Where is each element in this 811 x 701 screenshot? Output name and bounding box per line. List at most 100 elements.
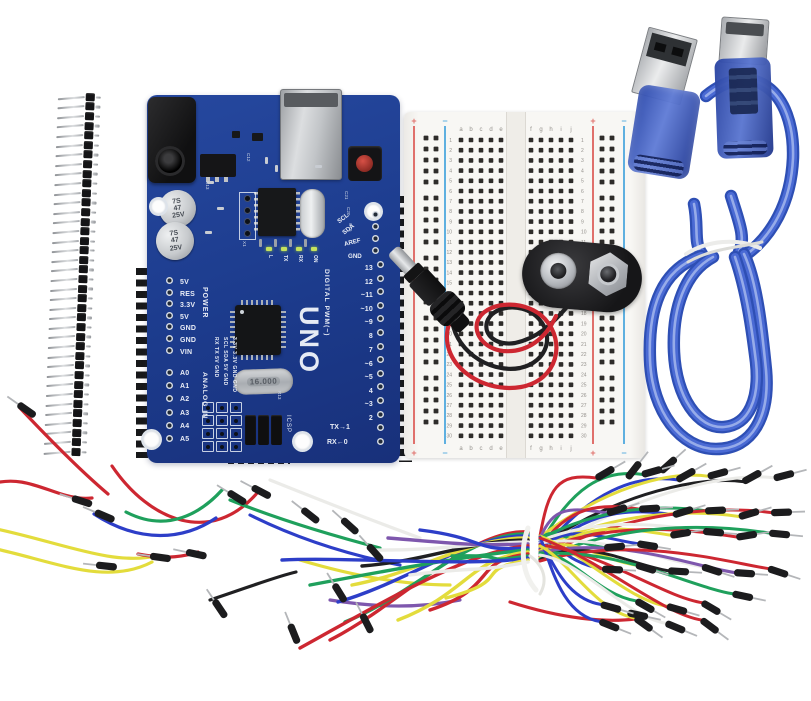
tie-point-hole (548, 402, 554, 408)
through-hole (377, 315, 384, 323)
jumper-connector-tip (82, 561, 117, 571)
tie-point-hole (488, 219, 494, 224)
jumper-wire (538, 535, 602, 624)
tie-point-hole (478, 341, 484, 347)
tie-point-hole (498, 209, 504, 214)
pin-stub (86, 326, 92, 329)
jumper-wire (248, 513, 402, 567)
row-number: 27 (581, 403, 587, 409)
ref-label: C21 (344, 191, 349, 200)
through-hole (166, 323, 173, 331)
tie-point-hole (468, 392, 474, 398)
jumper-connector-tip (59, 493, 93, 508)
tie-point-hole (538, 402, 544, 408)
tie-point-hole (458, 158, 464, 163)
pin-stub (90, 230, 96, 233)
tie-point-hole (568, 351, 574, 357)
connector-body (635, 598, 655, 613)
tie-point-hole (538, 372, 544, 377)
through-hole (166, 369, 173, 376)
smd-resistor (275, 165, 278, 172)
row-number: 2 (581, 148, 584, 154)
tie-point-hole (538, 137, 544, 143)
tie-point-hole (558, 372, 564, 377)
analog-section-label: ANALOG IN (201, 372, 208, 420)
jumper-connector-tip (216, 484, 247, 505)
jumper-wire (538, 475, 777, 557)
jumper-connector-tip (666, 603, 700, 617)
tie-point-hole (558, 423, 564, 428)
row-number: 22 (446, 352, 452, 358)
jumper-wire (0, 548, 154, 574)
tx-pin-label: TX→1 (330, 424, 350, 431)
pin-body (76, 313, 87, 322)
jumper-connector-tip (670, 528, 704, 539)
row-number: 6 (581, 189, 584, 195)
tie-point-hole (458, 229, 464, 235)
row-number: 21 (581, 342, 587, 348)
rail-sign: + (411, 448, 416, 458)
tie-point-hole (468, 280, 474, 286)
tie-point-hole (498, 198, 504, 204)
tie-point-hole (548, 423, 554, 428)
tie-point-hole (478, 188, 484, 194)
led-label: ON (312, 255, 318, 263)
tie-point-hole (568, 198, 574, 204)
aux-header-labels: SCL SDA 5V GND (222, 337, 228, 386)
row-number: 26 (581, 393, 587, 399)
tie-point-hole (528, 331, 534, 337)
jumper-connector-tip (599, 618, 632, 635)
pin-body (84, 121, 94, 131)
rail-hole (433, 179, 439, 185)
tie-point-hole (478, 290, 484, 296)
row-number: 12 (446, 250, 452, 256)
jumper-connector-tip (326, 572, 347, 603)
jumper-connector-tip (637, 540, 671, 551)
connector-pin (651, 629, 664, 639)
pin-label: ~10 (360, 305, 373, 313)
through-hole (377, 383, 384, 391)
jumper-connector-tip (668, 567, 703, 576)
through-hole (166, 311, 173, 319)
digital-pin-labels-upper: 13 12 ~11 ~10 ~9 8 (347, 262, 373, 344)
rail-hole (609, 135, 615, 141)
jumper-wire (360, 538, 530, 568)
jumper-wire (396, 550, 530, 622)
tie-point-hole (458, 209, 464, 214)
tie-point-hole (498, 168, 504, 173)
solder-pad (216, 402, 228, 413)
tie-point-hole (498, 188, 504, 194)
jumper-wire (538, 528, 739, 552)
tie-point-hole (498, 270, 504, 275)
rail-hole (609, 206, 615, 212)
jumper-connector-tip (736, 530, 770, 541)
tie-point-hole (548, 209, 554, 214)
row-number: 19 (581, 321, 587, 327)
row-number: 2 (449, 148, 452, 154)
gnd-label: GND (348, 253, 362, 260)
connector-pin (82, 506, 96, 513)
tie-point-hole (488, 362, 494, 367)
tie-point-hole (488, 341, 494, 347)
tie-point-hole (528, 382, 534, 388)
rail-hole (423, 326, 429, 332)
pin-body (82, 169, 92, 178)
jumper-connector-tip (665, 620, 698, 637)
pin-label: ~11 (360, 292, 373, 300)
column-letter: a (459, 127, 463, 133)
through-hole (377, 369, 384, 377)
pin-body (81, 188, 92, 198)
pin-label: 2 (368, 414, 373, 422)
jumper-connector-tip (331, 509, 359, 535)
pin-stub (82, 431, 88, 435)
tie-point-hole (528, 300, 534, 306)
jumper-wire (328, 598, 462, 608)
tie-point-hole (538, 229, 544, 235)
smd-resistor (289, 239, 292, 247)
led-l (266, 247, 272, 251)
smd-resistor (205, 231, 212, 234)
pin-lead (45, 392, 73, 398)
through-hole (166, 382, 173, 390)
rail-hole (423, 397, 429, 403)
pin-body (72, 409, 83, 418)
